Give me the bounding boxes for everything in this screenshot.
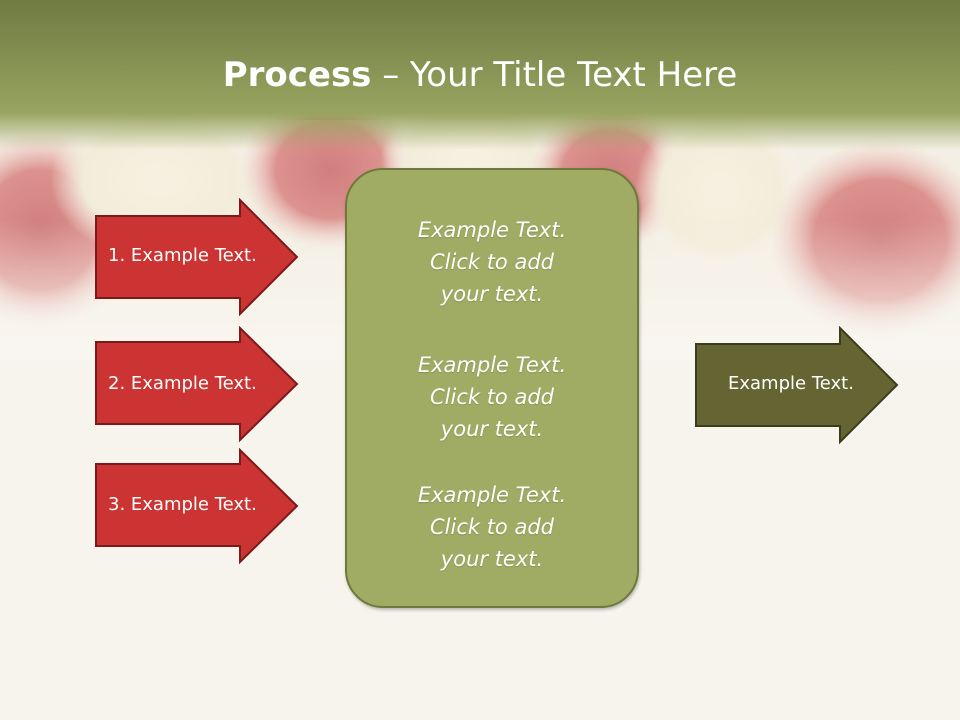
slide-title[interactable]: Process – Your Title Text Here [0,52,960,98]
process-arrow-3[interactable] [94,448,300,566]
center-paragraph-3-line-3: your text. [440,547,544,571]
center-paragraph-1-line-3: your text. [440,282,544,306]
center-paragraph-1-line-1: Example Text. [417,218,567,242]
center-paragraph-3-line-1: Example Text. [417,483,567,507]
center-paragraph-2-line-1: Example Text. [417,353,567,377]
process-arrow-2[interactable] [94,326,300,444]
center-text-box[interactable]: Example Text. Click to add your text. Ex… [345,168,639,608]
center-paragraph-2-line-2: Click to add [429,385,554,409]
center-paragraph-2: Example Text. Click to add your text. [347,349,637,445]
center-paragraph-3-line-2: Click to add [429,515,554,539]
process-arrow-3-label: 3. Example Text. [108,494,257,515]
process-arrow-1-label: 1. Example Text. [108,245,257,266]
title-bold: Process [222,55,372,95]
center-paragraph-1: Example Text. Click to add your text. [347,214,637,310]
title-bar [0,0,960,150]
center-paragraph-2-line-3: your text. [440,417,544,441]
process-arrow-1[interactable] [94,198,300,316]
title-rest: – Your Title Text Here [371,55,738,95]
center-paragraph-3: Example Text. Click to add your text. [347,479,637,575]
result-arrow[interactable] [694,326,900,446]
process-arrow-2-label: 2. Example Text. [108,373,257,394]
result-arrow-label: Example Text. [728,373,854,394]
center-paragraph-1-line-2: Click to add [429,250,554,274]
